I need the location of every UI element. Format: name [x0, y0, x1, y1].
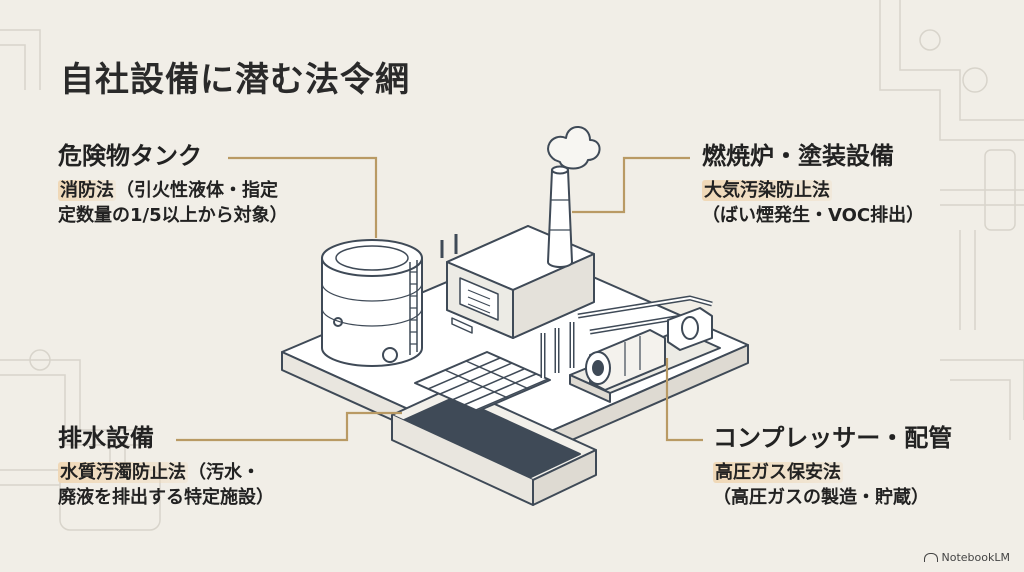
page-title: 自社設備に潜む法令網	[60, 60, 410, 100]
callout-compressor: コンプレッサー・配管 高圧ガス保安法 （高圧ガスの製造・貯蔵）	[713, 423, 952, 511]
callout-furnace-law-line: 大気汚染防止法	[702, 179, 924, 203]
callout-drain-heading: 排水設備	[58, 424, 154, 452]
leader-furnace	[572, 156, 690, 214]
callout-furnace-note: （ばい煙発生・VOC排出）	[702, 205, 925, 226]
callout-furnace-heading: 燃焼炉・塗装設備	[702, 142, 894, 170]
callout-drain: 排水設備 水質汚濁防止法（汚水・ 廃液を排出する特定施設）	[58, 423, 274, 511]
callout-furnace: 燃焼炉・塗装設備 大気汚染防止法 （ばい煙発生・VOC排出）	[702, 141, 924, 229]
callout-compressor-note: （高圧ガスの製造・貯蔵）	[713, 487, 929, 508]
smoke	[547, 126, 601, 170]
callout-tank-law-line: 消防法（引火性液体・指定	[58, 179, 288, 203]
callout-compressor-law-line: 高圧ガス保安法	[713, 461, 952, 485]
callout-tank-note1: （引火性液体・指定	[116, 180, 278, 201]
callout-drain-law-line: 水質汚濁防止法（汚水・	[58, 461, 274, 485]
brand-watermark: NotebookLM	[923, 551, 1010, 564]
callout-tank: 危険物タンク 消防法（引火性液体・指定 定数量の1/5以上から対象）	[58, 141, 288, 229]
callout-drain-note1: （汚水・	[188, 462, 260, 483]
notebooklm-logo-icon	[923, 553, 938, 562]
callout-compressor-heading: コンプレッサー・配管	[713, 424, 953, 452]
callout-drain-note2: 廃液を排出する特定施設）	[58, 487, 274, 508]
callout-tank-note2: 定数量の1/5以上から対象）	[58, 205, 288, 226]
leader-drain	[176, 411, 402, 442]
callout-furnace-law: 大気汚染防止法	[702, 180, 832, 201]
brand-name: NotebookLM	[941, 551, 1010, 564]
callout-tank-heading: 危険物タンク	[58, 142, 202, 170]
callout-drain-law: 水質汚濁防止法	[58, 462, 188, 483]
leader-tank	[228, 156, 378, 238]
leader-compressor	[665, 358, 703, 442]
tank-body	[321, 257, 423, 367]
callout-compressor-law: 高圧ガス保安法	[713, 462, 843, 483]
drain-grate	[414, 351, 551, 412]
callout-tank-law: 消防法	[58, 180, 116, 201]
chimney	[547, 169, 573, 268]
